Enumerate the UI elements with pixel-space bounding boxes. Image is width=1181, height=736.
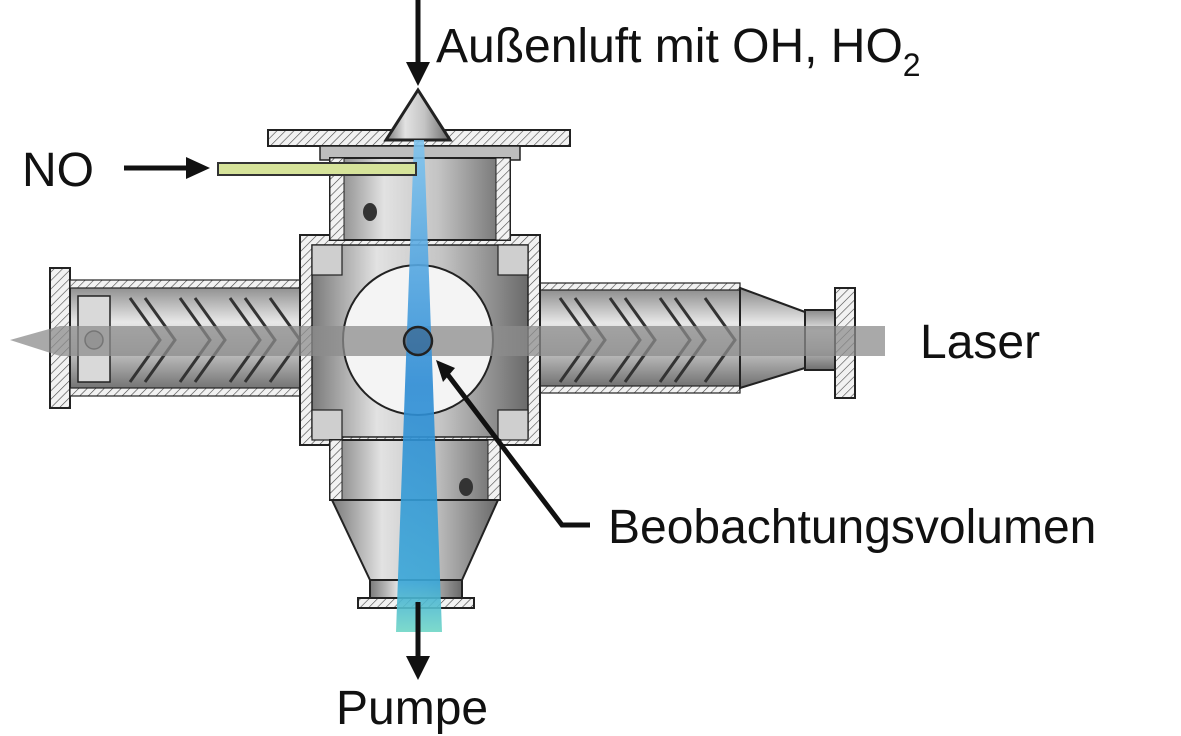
laser-label: Laser xyxy=(920,316,1040,369)
no-label: NO xyxy=(22,144,94,197)
volume-arrow-head xyxy=(436,360,455,382)
volume-label: Beobachtungsvolumen xyxy=(608,501,1096,554)
inlet-label-subscript: 2 xyxy=(903,47,921,83)
inlet-label: Außenluft mit OH, HO2 xyxy=(436,20,921,83)
no-injection-tube xyxy=(217,162,417,176)
no-arrow-head xyxy=(186,157,210,179)
upper-port xyxy=(363,203,377,221)
pump-label: Pumpe xyxy=(336,682,488,735)
arrows xyxy=(124,0,590,680)
inlet-nozzle xyxy=(383,87,453,142)
pump-arrow-head xyxy=(406,656,430,680)
pump-beam xyxy=(396,140,442,632)
inlet-arrow-head xyxy=(406,62,430,86)
laser-beam xyxy=(10,326,885,356)
lower-port xyxy=(459,478,473,496)
observation-volume-marker xyxy=(402,325,434,357)
